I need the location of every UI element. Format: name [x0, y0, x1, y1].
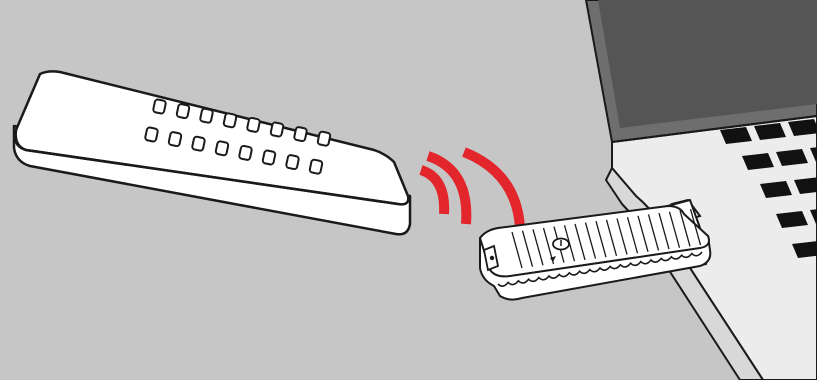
- remote-button: [176, 104, 189, 119]
- remote-button: [200, 108, 213, 123]
- remote-button: [239, 145, 252, 160]
- remote-button: [192, 136, 205, 151]
- remote-button: [309, 159, 322, 174]
- dongle-led: [490, 256, 494, 260]
- remote-button: [317, 131, 330, 146]
- remote-button: [286, 155, 299, 170]
- remote-button: [215, 141, 228, 156]
- remote-button: [270, 122, 283, 137]
- remote-button: [262, 150, 275, 165]
- remote-button: [168, 132, 181, 147]
- remote-button: [145, 127, 158, 142]
- remote-button: [294, 127, 307, 142]
- remote-button: [153, 99, 166, 114]
- remote-button: [223, 113, 236, 128]
- remote-button: [247, 117, 260, 132]
